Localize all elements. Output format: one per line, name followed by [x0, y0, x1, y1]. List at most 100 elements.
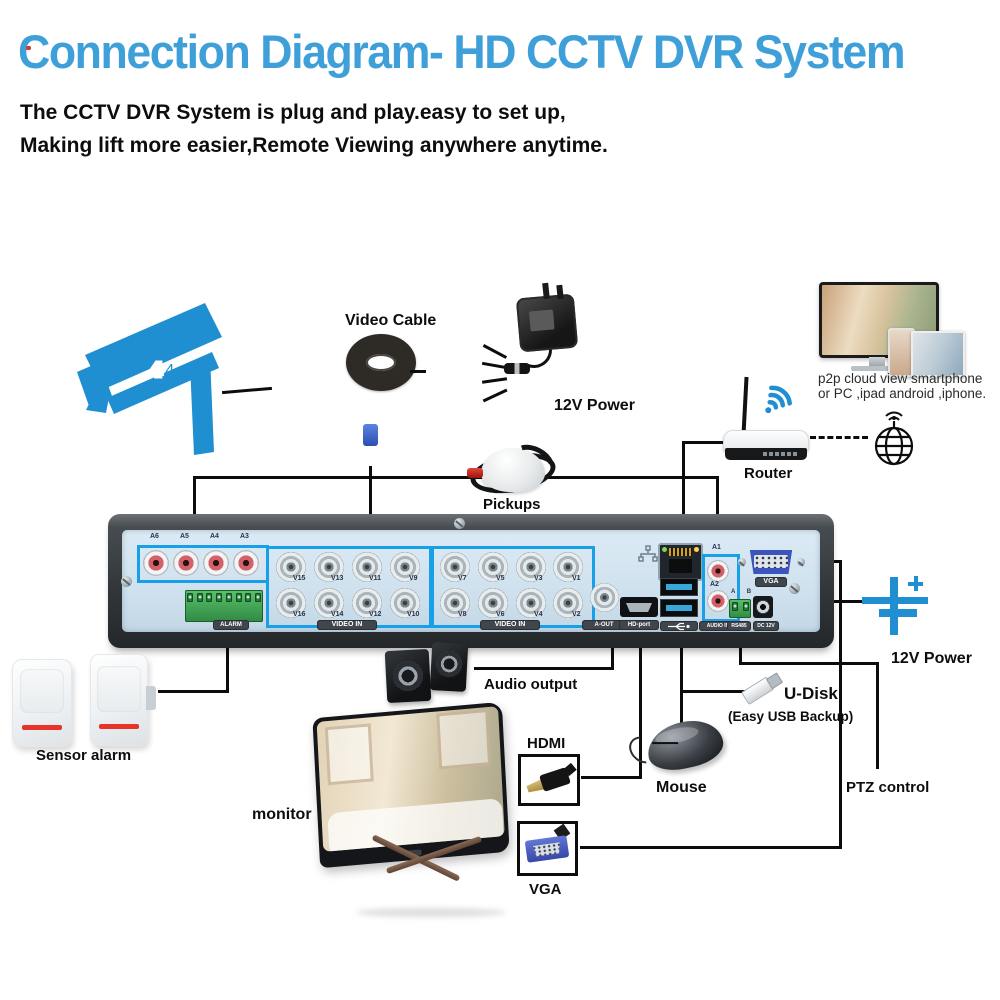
bnc-label: V14	[331, 611, 344, 618]
bnc-label: V13	[331, 575, 344, 582]
audio-in-label-a6: A6	[150, 533, 159, 540]
adapter-label-area	[528, 309, 555, 332]
bnc-label: V4	[534, 611, 543, 618]
bnc-v5	[478, 552, 508, 582]
pir-side-tab	[146, 686, 156, 710]
bnc-v13	[314, 552, 344, 582]
pickups-dome	[481, 448, 545, 492]
coil-bnc-silver-tail	[0, 22, 11, 44]
sensor-alarm-label: Sensor alarm	[36, 747, 132, 764]
power-plug-icon-bar-low	[879, 609, 917, 617]
connection-line-aout-h	[474, 667, 614, 670]
adapter-prong-1	[542, 282, 550, 300]
connection-line-ptz-v	[876, 662, 879, 769]
bnc-label: V7	[458, 575, 467, 582]
lan-slot	[669, 559, 692, 573]
splitter-wire-4	[482, 388, 508, 402]
connection-line-udisk-h	[680, 690, 746, 693]
audio-in-label-a2: A2	[710, 581, 719, 588]
vga-badge: VGA	[755, 577, 787, 587]
splitter-wire-3	[481, 377, 508, 384]
video-in-group-1: V15 V13 V11 V9 V16 V14 V12 V10	[266, 546, 432, 628]
bnc-v11	[352, 552, 382, 582]
pickups-red-connector	[467, 468, 483, 478]
speaker-right	[429, 642, 469, 692]
alarm-badge: ALARM	[213, 620, 249, 630]
bnc-v12	[352, 588, 382, 618]
alarm-pin	[235, 593, 242, 602]
video-in-group-2: V7 V5 V3 V1 V8 V6 V4 V2	[431, 546, 595, 628]
speaker-cone	[392, 660, 424, 692]
bnc-coupler-blue	[0, 11, 12, 22]
usb-ports	[660, 578, 698, 618]
audio-in-label-a4: A4	[210, 533, 219, 540]
alarm-pin	[196, 593, 203, 602]
photo-couch	[327, 798, 505, 852]
dc-jack	[753, 596, 773, 618]
photo-window-2	[436, 709, 492, 770]
vga-screw-left	[738, 558, 746, 566]
pir-window	[97, 666, 141, 712]
a-out-badge: A-OUT	[582, 620, 626, 630]
alarm-pin	[255, 593, 262, 602]
connection-line-alarm-h	[158, 690, 229, 693]
hd-port-badge: HD-port	[619, 620, 659, 630]
connection-line-aout-v	[611, 645, 614, 670]
camera-count-number: 4	[165, 362, 175, 379]
power-plug-icon-bar-v	[890, 577, 898, 635]
bnc-label: V15	[293, 575, 306, 582]
connection-line-vga-v	[839, 560, 842, 849]
monitor-screen	[312, 701, 510, 869]
pir-sensor-1	[12, 659, 72, 747]
outlet-red-dot	[26, 46, 31, 50]
pir-window	[20, 669, 64, 713]
alarm-terminal-block	[185, 590, 263, 622]
monitor-shadow	[356, 908, 506, 917]
connection-line-hdmi-h	[581, 776, 642, 779]
bnc-v2	[553, 588, 583, 618]
bnc-label: V6	[496, 611, 505, 618]
pir-red-stripe	[99, 724, 139, 729]
power-left-label: 12V Power	[554, 397, 635, 414]
router-ports	[763, 452, 799, 456]
bnc-label: V8	[458, 611, 467, 618]
alarm-pin	[216, 593, 223, 602]
splitter-wire-1	[482, 344, 508, 359]
rca-jack-a1	[707, 560, 729, 582]
hdmi-port	[620, 597, 658, 617]
rca-jack-a2	[707, 590, 729, 612]
connection-line-router-v	[682, 441, 685, 545]
lan-led-amber	[694, 547, 699, 552]
bnc-v6	[478, 588, 508, 618]
audio-in-right-highlight	[702, 554, 740, 622]
udisk-icon	[740, 668, 786, 707]
internet-globe-icon	[874, 411, 914, 466]
usb-tongue	[666, 584, 692, 590]
subtitle-line-1: The CCTV DVR System is plug and play.eas…	[20, 101, 566, 124]
vga-screw-right	[797, 558, 805, 566]
tv-stand-neck	[869, 357, 885, 367]
dvr-screw-top	[454, 518, 465, 529]
bnc-v8	[440, 588, 470, 618]
audio-output-label: Audio output	[484, 676, 578, 693]
bnc-v3	[516, 552, 546, 582]
audio-in-label-a3: A3	[240, 533, 249, 540]
mouse-button-split	[652, 742, 679, 745]
cable-coil	[346, 334, 416, 391]
dvr-screw-right	[789, 583, 800, 594]
usb-port-bottom	[660, 599, 698, 617]
pickups-label: Pickups	[483, 496, 541, 513]
hdmi-port-slot	[626, 603, 652, 612]
hdmi-connector-box	[518, 754, 580, 806]
pir-red-stripe	[22, 725, 62, 730]
bnc-v1	[553, 552, 583, 582]
connection-line-audioL-drop	[193, 476, 196, 548]
usb-port-top	[660, 578, 698, 596]
bnc-label: V10	[407, 611, 420, 618]
network-icon	[638, 545, 658, 562]
bnc-v4	[516, 588, 546, 618]
wall-outlet-right	[0, 46, 57, 174]
bnc-v14	[314, 588, 344, 618]
connection-line-usb-v	[680, 645, 683, 729]
